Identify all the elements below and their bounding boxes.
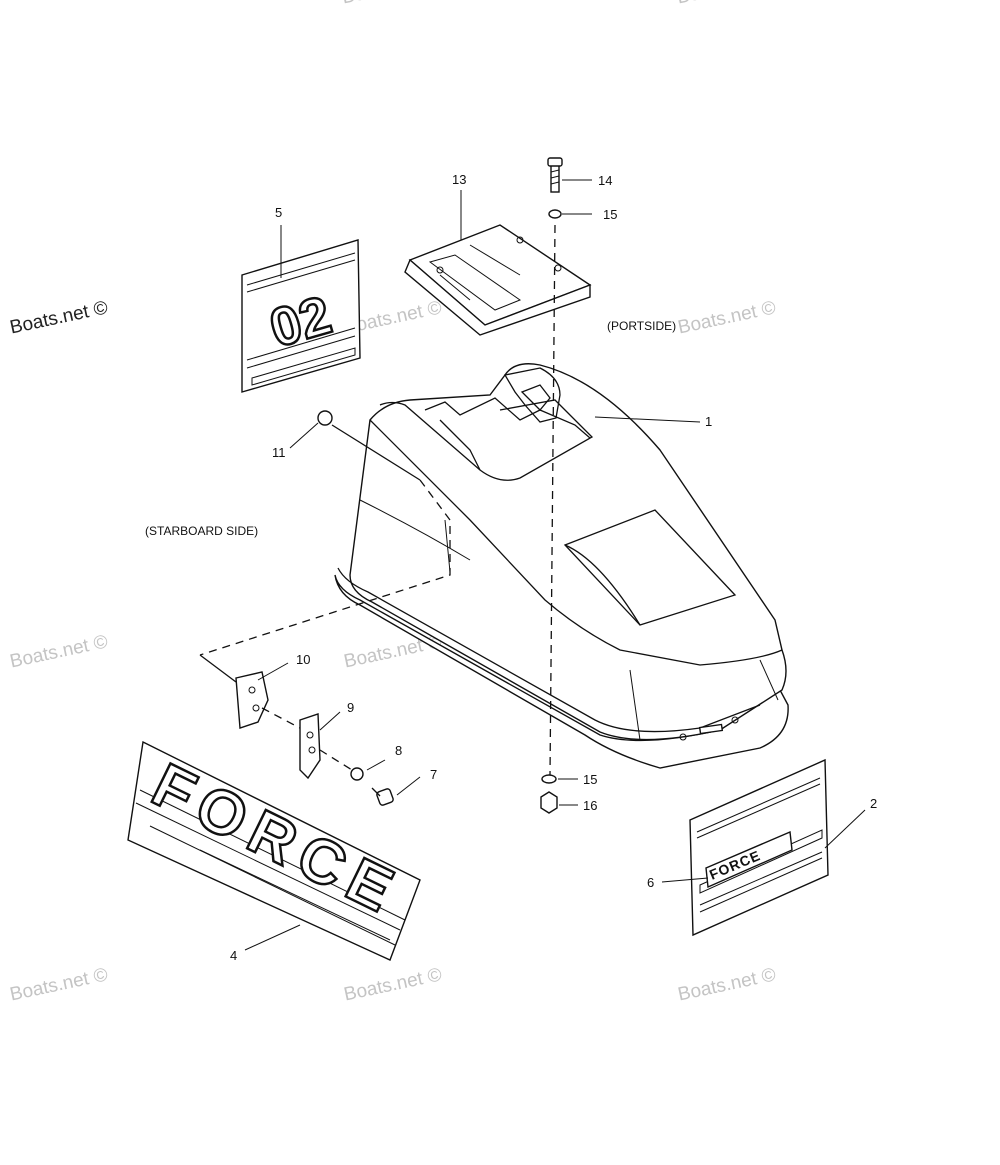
callout-10: 10 bbox=[296, 652, 310, 667]
callout-5: 5 bbox=[275, 205, 282, 220]
callout-15-top: 15 bbox=[603, 207, 617, 222]
callout-2: 2 bbox=[870, 796, 877, 811]
engine-cowl bbox=[334, 363, 789, 769]
nut bbox=[540, 791, 558, 814]
callout-11: 11 bbox=[272, 445, 286, 460]
starboard-label: (STARBOARD SIDE) bbox=[145, 524, 258, 538]
portside-label: (PORTSIDE) bbox=[607, 319, 676, 333]
callout-6: 6 bbox=[647, 875, 654, 890]
mounting-bolt bbox=[547, 157, 563, 193]
washer-top bbox=[548, 209, 562, 219]
callout-14: 14 bbox=[598, 173, 612, 188]
brand-decal-large: FORCE bbox=[127, 740, 421, 961]
callout-8: 8 bbox=[395, 743, 402, 758]
leader-lines bbox=[244, 179, 866, 951]
model-number-decal: 02 bbox=[241, 239, 361, 393]
bracket bbox=[199, 654, 269, 729]
top-plate bbox=[404, 224, 592, 336]
screw bbox=[371, 787, 394, 806]
callout-4: 4 bbox=[230, 948, 237, 963]
washer-bottom bbox=[541, 774, 557, 784]
brand-decal-small: FORCE bbox=[689, 758, 829, 937]
lock-nut bbox=[350, 767, 364, 781]
callout-13: 13 bbox=[452, 172, 466, 187]
clip bbox=[317, 410, 333, 426]
callout-7: 7 bbox=[430, 767, 437, 782]
callout-9: 9 bbox=[347, 700, 354, 715]
callout-15-bottom: 15 bbox=[583, 772, 597, 787]
latch bbox=[299, 713, 321, 780]
callout-16: 16 bbox=[583, 798, 597, 813]
callout-1: 1 bbox=[705, 414, 712, 429]
